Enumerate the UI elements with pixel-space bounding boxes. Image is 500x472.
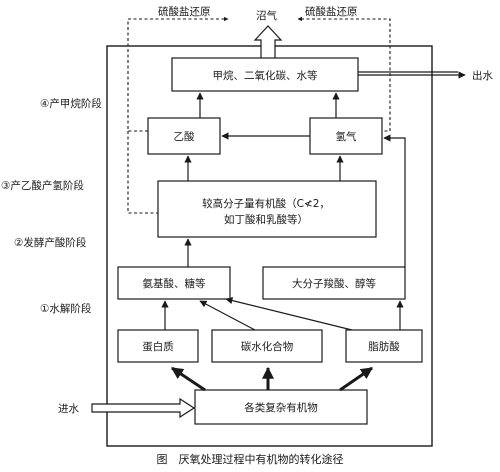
carbohydrate-box [211, 329, 323, 363]
hydrogen-text: 氢气 [336, 130, 357, 143]
fatty-acids-alcohols-text: 大分子羧酸、醇等 [292, 277, 376, 290]
hydrogen-box [309, 117, 383, 155]
protein-text: 蛋白质 [142, 340, 174, 353]
outflow-label: 出水 [472, 69, 493, 82]
complex-organics-text: 各类复杂有机物 [244, 401, 318, 414]
organic-acids-text-line1: 较高分子量有机酸（C≮2， [202, 197, 330, 210]
organic-acids-box [157, 180, 377, 238]
fat-text: 脂肪酸 [368, 340, 400, 353]
amino-acids-sugars-text: 氨基酸、糖等 [143, 277, 206, 290]
figure-caption: 图 厌氧处理过程中有机物的转化途径 [157, 452, 344, 466]
protein-box [117, 329, 199, 363]
sulfate-reduction-right-label: 硫酸盐还原 [305, 5, 358, 18]
stage-hydrolysis-label: ①水解阶段 [40, 302, 92, 315]
inflow-label: 进水 [58, 403, 79, 415]
sulfate-reduction-left-label: 硫酸盐还原 [158, 5, 211, 18]
organic-acids-text-line2: 如丁酸和乳酸等） [224, 213, 308, 226]
arrow-organics-to-protein [171, 366, 206, 392]
acetic-acid-box [147, 117, 221, 155]
inflow-arrow [91, 397, 196, 419]
biogas-outlet-arrow [253, 25, 283, 61]
products-text: 甲烷、二氧化碳、水等 [213, 69, 318, 82]
arrow-fatty-to-hydrogen [383, 134, 406, 267]
stage-acidogenesis-label: ②发酵产酸阶段 [14, 236, 87, 249]
stage-methane-label: ④产甲烷阶段 [40, 97, 102, 110]
sulfate-reduction-left-loop [127, 16, 229, 132]
biogas-label: 沼气 [256, 9, 277, 22]
fatty-acids-alcohols-box [262, 266, 406, 300]
arrow-fat-to-amino [225, 297, 353, 331]
arrow-carbohydrate-to-amino [199, 300, 256, 331]
fat-box [345, 329, 423, 363]
acetic-acid-text: 乙酸 [174, 130, 195, 143]
arrow-organics-to-fat [339, 366, 373, 392]
sulfate-reduction-frame-edge [127, 131, 158, 214]
amino-acids-sugars-box [117, 266, 231, 300]
stage-acetate-hydrogen-label: ③产乙酸产氢阶段 [1, 179, 84, 192]
carbohydrate-text: 碳水化合物 [241, 340, 294, 353]
complex-organics-box [194, 389, 368, 425]
